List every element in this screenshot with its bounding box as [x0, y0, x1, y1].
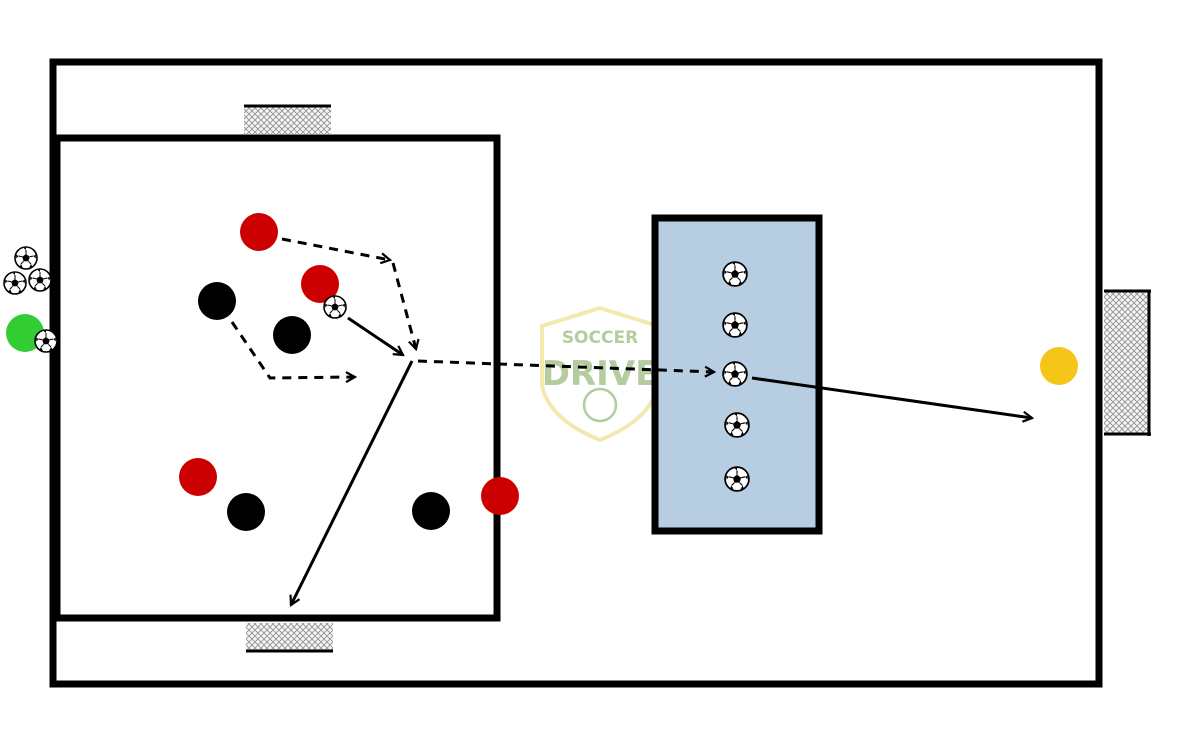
watermark-ball-icon	[582, 387, 618, 423]
black-player	[227, 493, 265, 531]
dribble-arrow-to-zone	[417, 359, 714, 372]
watermark-line2: DRIVE	[542, 354, 659, 394]
inner-playing-area	[53, 134, 501, 622]
black-player	[273, 316, 311, 354]
red-player	[481, 477, 519, 515]
watermark-line1: SOCCER	[562, 328, 638, 348]
pass-arrow-to-bottom-goal	[291, 360, 414, 605]
ball-icon	[14, 246, 38, 270]
ball-icon	[28, 268, 52, 292]
ball-icon	[3, 271, 27, 295]
zone-ball-icon	[722, 312, 748, 338]
movement-arrow-black-player	[230, 321, 355, 378]
top-goal-icon	[244, 104, 331, 134]
black-player	[412, 492, 450, 530]
yellow-goalkeeper	[1040, 347, 1078, 385]
zone-ball-icon	[724, 466, 750, 492]
right-goal-icon	[1104, 289, 1151, 436]
zone-ball-icon	[724, 412, 750, 438]
red-player	[240, 213, 278, 251]
red-player	[301, 265, 339, 303]
zone-ball-icon	[722, 361, 748, 387]
movement-arrow-red-player	[281, 237, 390, 260]
ball-icon	[323, 295, 347, 319]
bottom-goal-icon	[246, 623, 333, 653]
ball-icon	[34, 329, 58, 353]
pass-arrow-red-player	[347, 316, 403, 355]
zone-ball-icon	[722, 261, 748, 287]
black-player	[198, 282, 236, 320]
shot-arrow-to-right-goal	[751, 376, 1032, 418]
red-player	[179, 458, 217, 496]
